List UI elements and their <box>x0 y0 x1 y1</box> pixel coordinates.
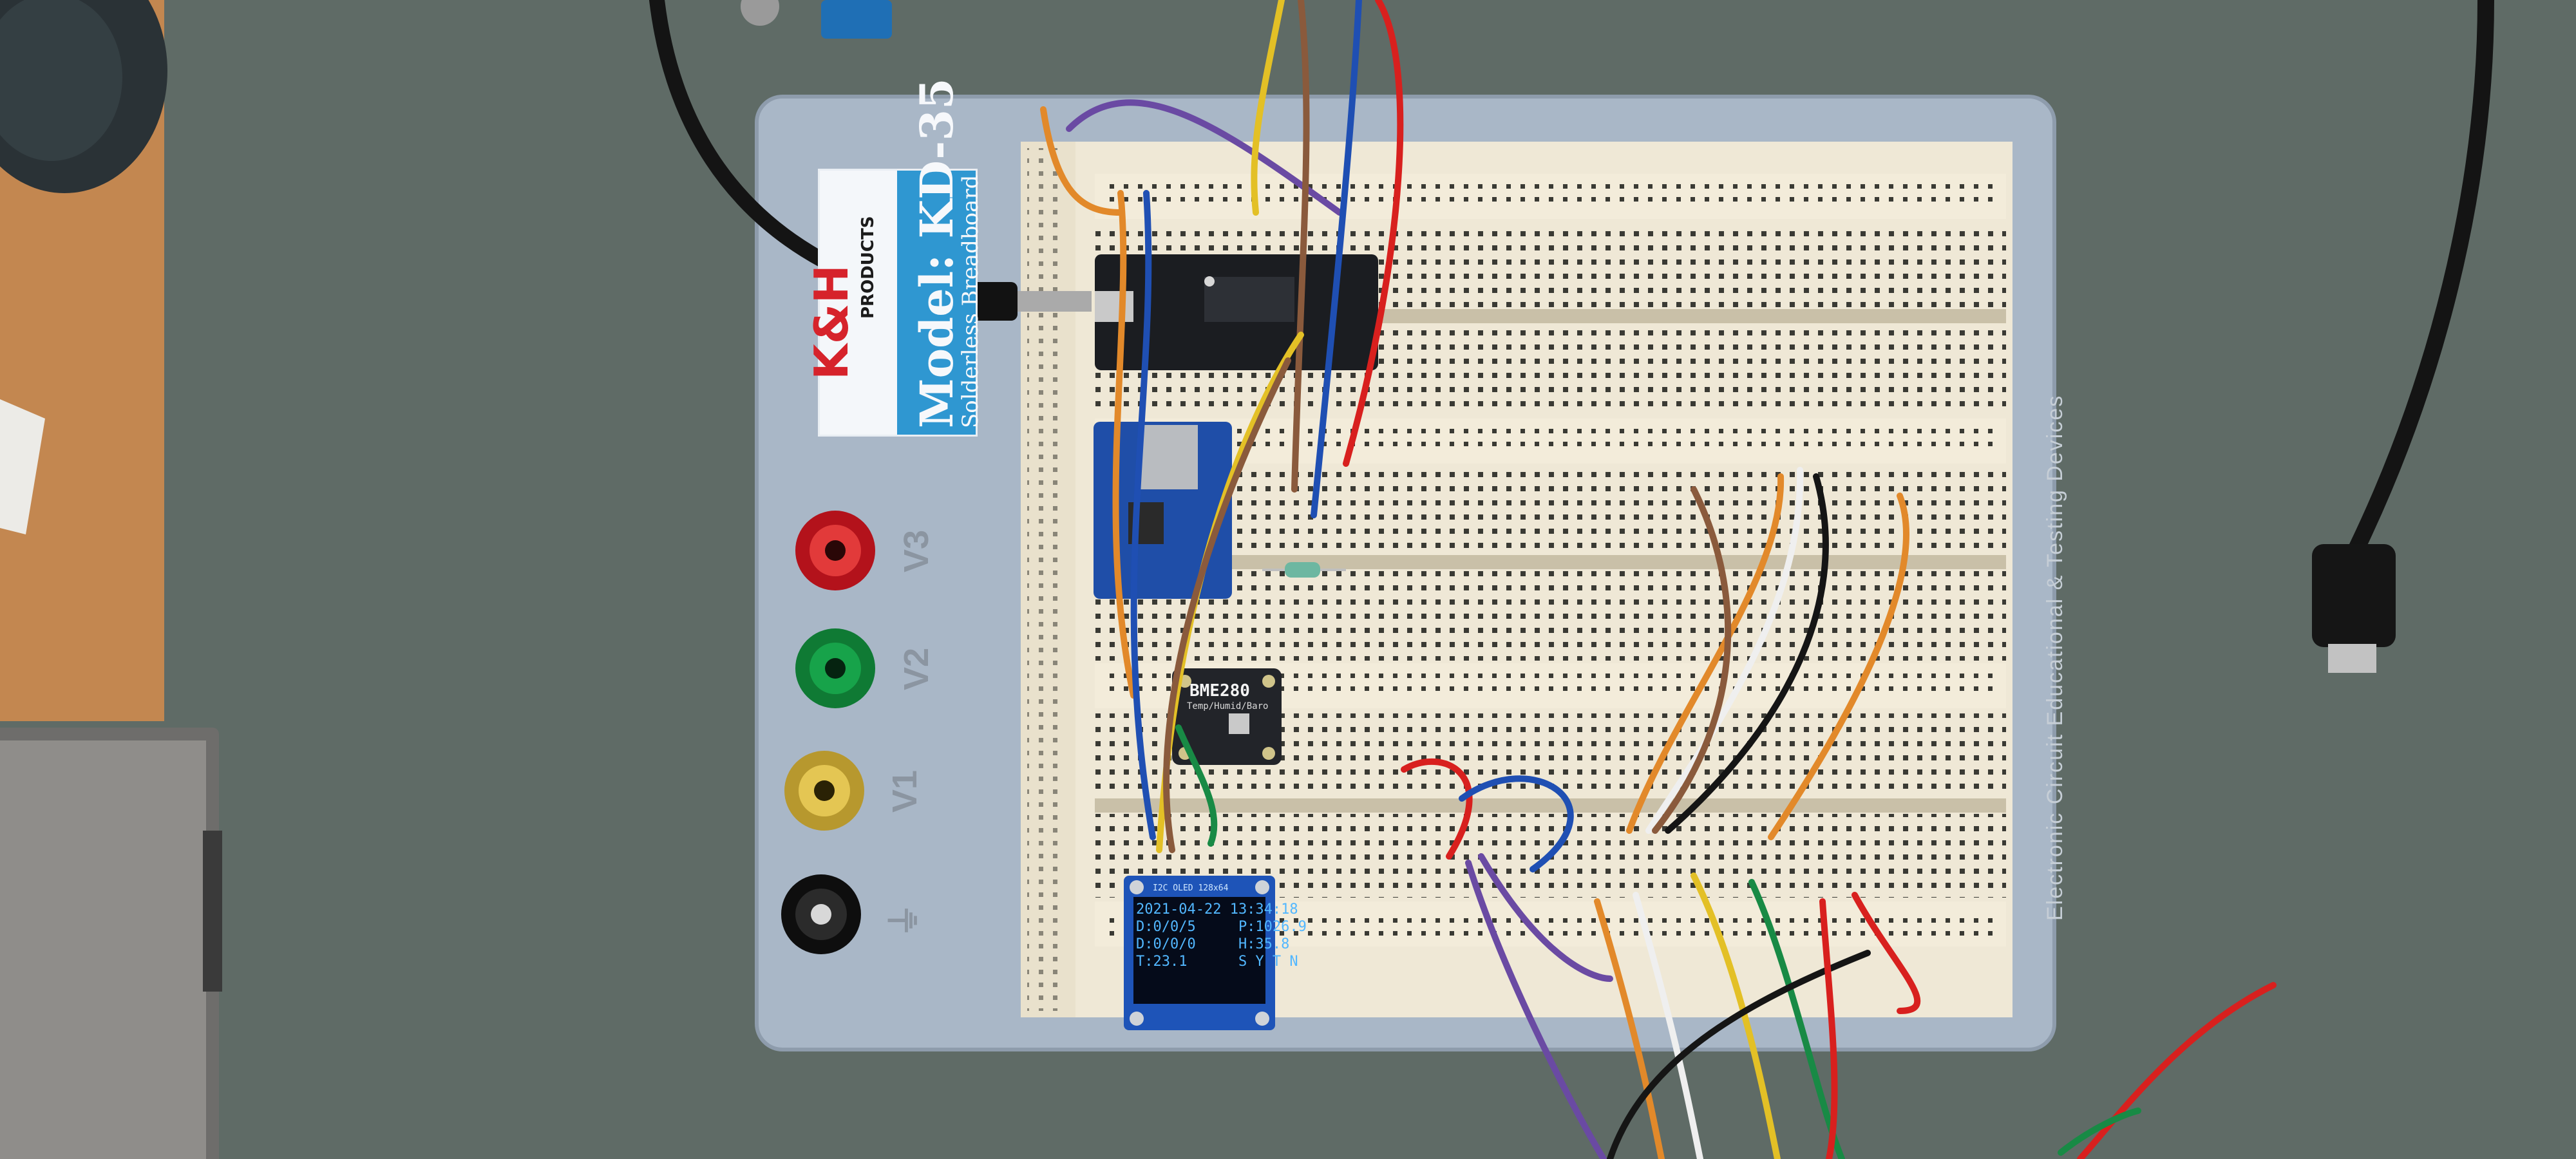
resistor <box>1262 562 1346 578</box>
sensor-label: BME280 <box>1189 681 1250 701</box>
terminal-label-v3: V3 <box>897 529 936 573</box>
oled-row: T:23.1 S Y T N <box>1136 954 1298 970</box>
paper-scrap <box>0 399 45 534</box>
sd-card-module <box>1094 422 1232 599</box>
bme280-sensor-board <box>1172 668 1282 765</box>
terminal-label-v1: V1 <box>886 769 925 813</box>
oled-screen: 2021-04-22 13:34:18 D:0/0/5 P:1026.9 D:0… <box>1133 897 1307 1004</box>
oled-header: I2C OLED 128x64 <box>1153 883 1229 893</box>
loose-cable <box>2349 0 2494 556</box>
binding-post-v1 <box>784 751 864 831</box>
micro-usb-plug <box>2312 544 2396 647</box>
terminal-label-v2: V2 <box>897 647 936 691</box>
jumper-wires <box>1040 0 2277 1159</box>
brand-subtitle: PRODUCTS <box>858 216 878 319</box>
model-description: Solderless Breadboard <box>958 174 983 428</box>
breadboard-label-card: K&H PRODUCTS Model: KD-35 Solderless Bre… <box>804 78 983 437</box>
terminal-strip <box>1095 570 2006 661</box>
model-label: Model: KD-35 <box>910 78 963 428</box>
terminal-label-ground: ⏚ <box>885 903 924 938</box>
binding-post-v2 <box>795 628 875 708</box>
oled-row: D:0/0/0 H:35.8 <box>1136 936 1290 952</box>
oled-row: D:0/0/5 P:1026.9 <box>1136 919 1307 935</box>
board-edge-text: Electronic Circuit Educational & Testing… <box>2043 394 2067 921</box>
binding-post-v3 <box>795 511 875 590</box>
microcontroller-board <box>1095 254 1378 370</box>
terminal-strip <box>1095 470 2006 554</box>
oled-row: 2021-04-22 13:34:18 <box>1136 901 1298 918</box>
sensor-sublabel: Temp/Humid/Baro <box>1187 701 1269 711</box>
brand-logo: K&H <box>804 265 858 380</box>
binding-post-ground <box>781 874 861 954</box>
potentiometer <box>821 0 892 39</box>
